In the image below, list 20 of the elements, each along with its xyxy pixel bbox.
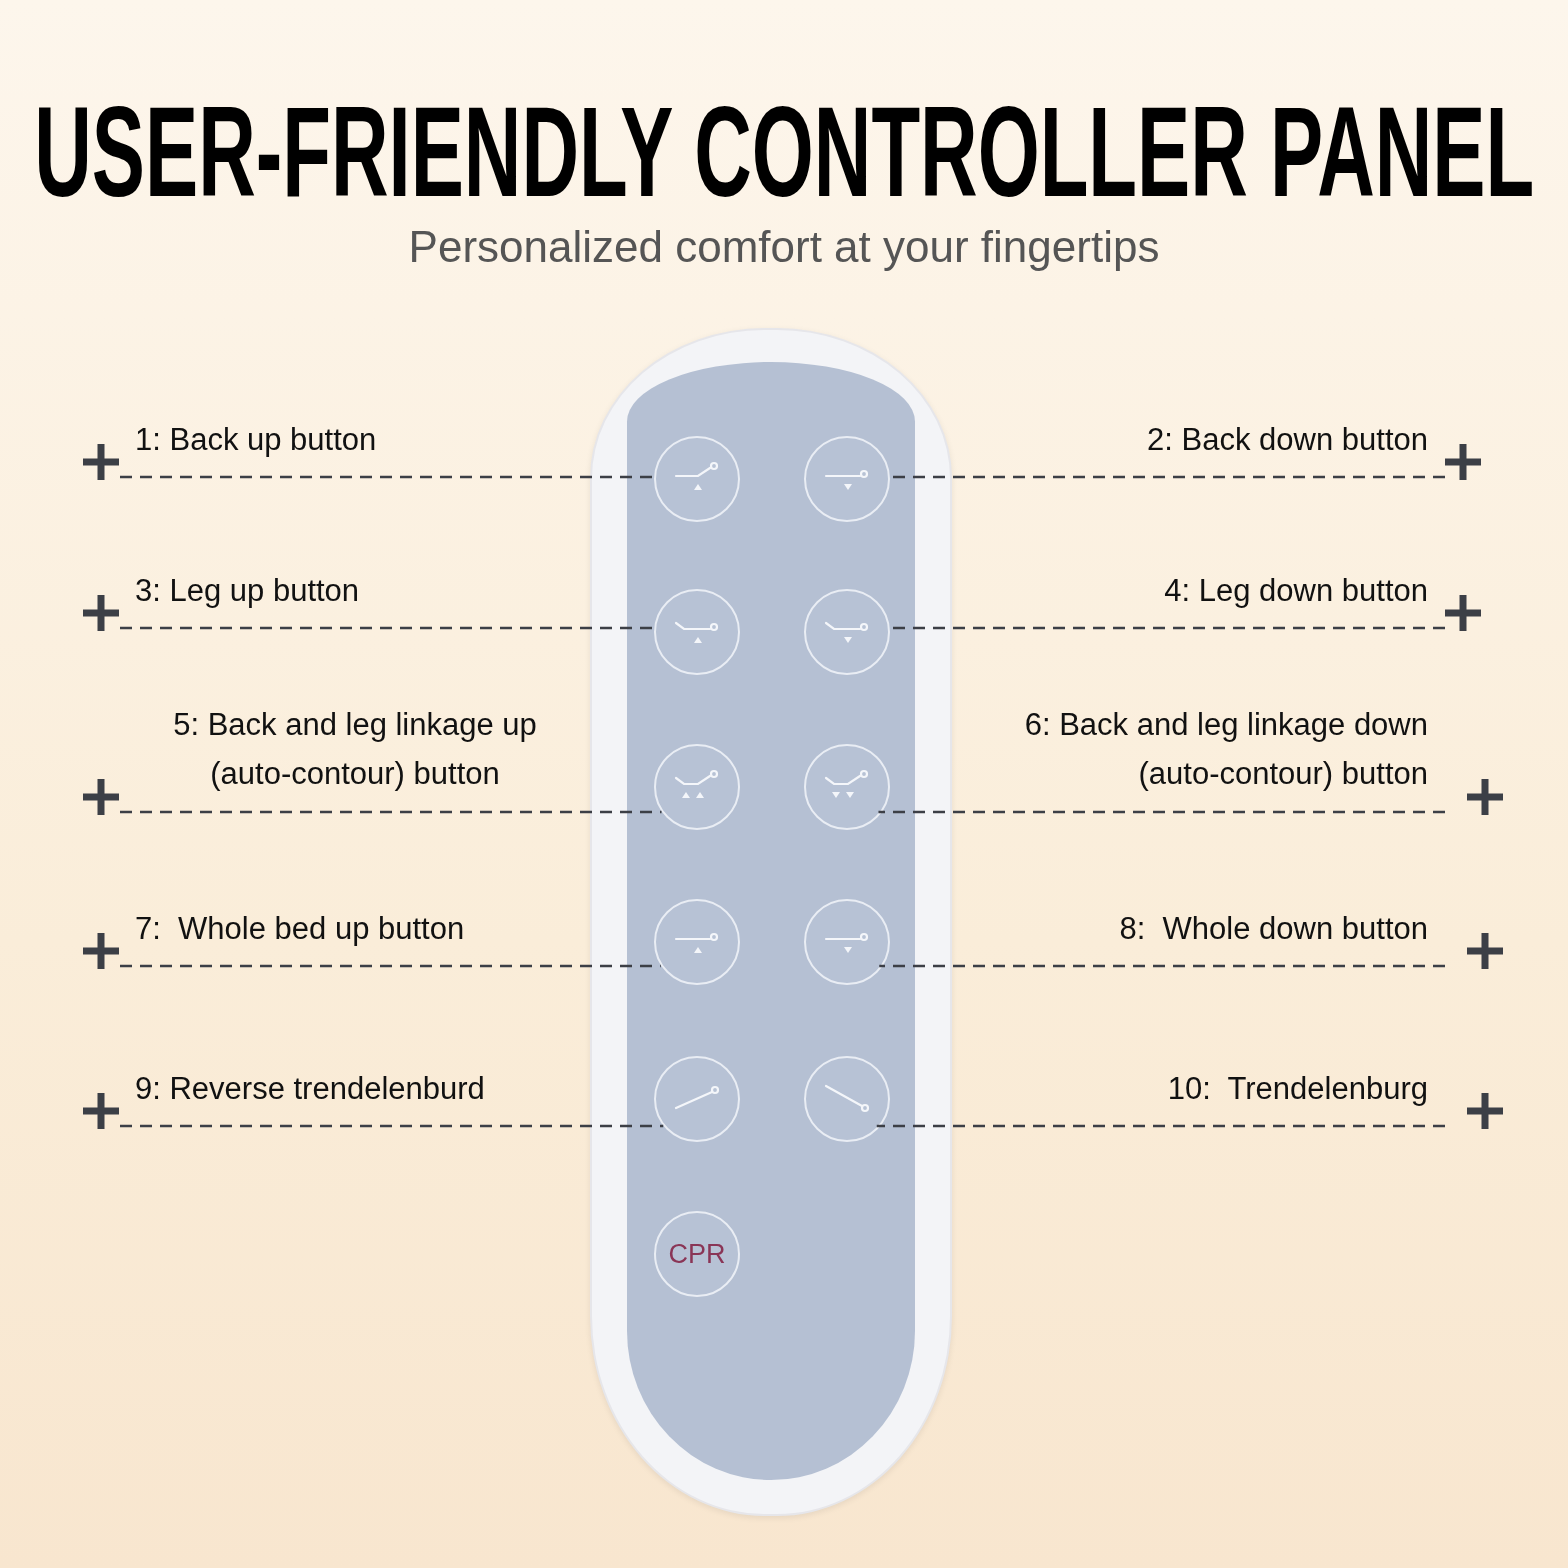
callout-label: 6: Back and leg linkage down (auto-contour) button <box>1023 706 1428 793</box>
callout-label: 8: Whole down button <box>1119 910 1428 948</box>
callout-label: 10: Trendelenburg <box>1167 1070 1428 1108</box>
subtitle: Personalized comfort at your fingertips <box>408 222 1160 271</box>
leader-line <box>879 964 1445 968</box>
leader-line <box>876 1124 1445 1128</box>
callout-label: 4: Leg down button <box>1164 572 1428 610</box>
callout-label: 9: Reverse trendelenburd <box>135 1070 485 1108</box>
leader-line <box>120 810 662 814</box>
callout-label: 7: Whole bed up button <box>135 910 465 948</box>
leader-line <box>120 626 653 630</box>
leader-line <box>120 964 661 968</box>
leader-line <box>878 810 1445 814</box>
callout-label: 1: Back up button <box>135 421 377 459</box>
title: USER-FRIENDLY CONTROLLER PANEL <box>34 88 1534 216</box>
leader-line <box>120 1124 664 1128</box>
callout-label: 3: Leg up button <box>135 572 360 610</box>
callout-label: 5: Back and leg linkage up (auto-contour) button <box>172 706 538 793</box>
leader-line <box>120 475 652 479</box>
callout-label: 2: Back down button <box>1147 421 1428 459</box>
